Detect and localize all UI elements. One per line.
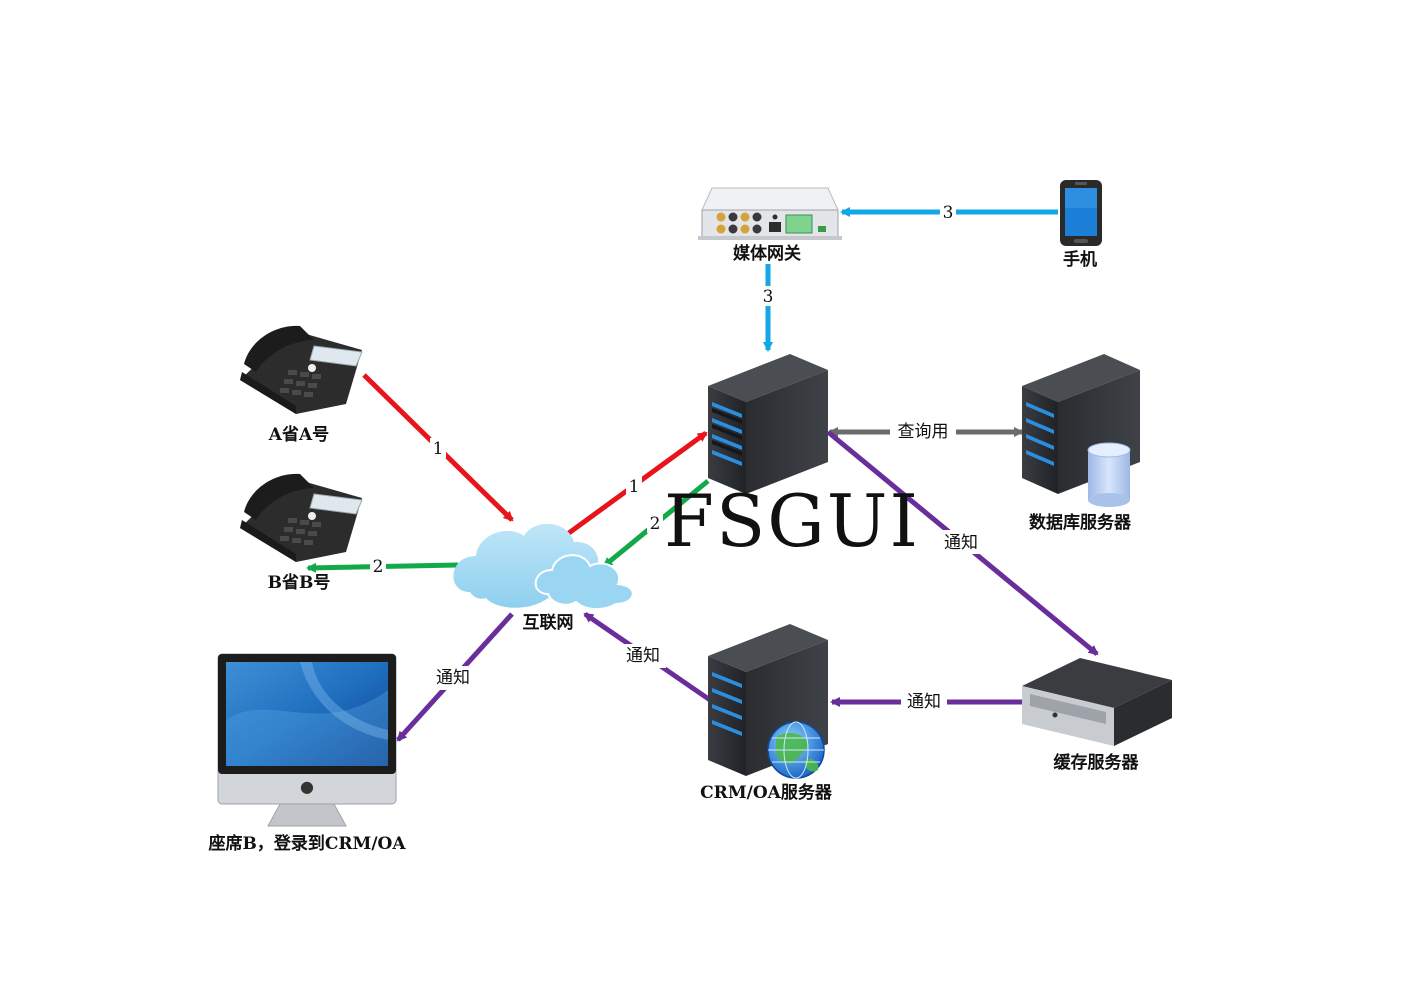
internet-cloud-icon [453, 523, 634, 610]
cache-server-icon [1022, 658, 1172, 746]
svg-text:通知: 通知 [436, 668, 470, 688]
phone-a-label: A省A号 [268, 424, 329, 445]
cache-server-label: 缓存服务器 [1054, 752, 1140, 773]
db-server-label: 数据库服务器 [1029, 512, 1132, 533]
svg-text:●: ● [300, 777, 314, 796]
globe-icon [767, 721, 825, 779]
crm-server-icon [708, 624, 828, 776]
mobile-label: 手机 [1063, 249, 1097, 270]
edge-label-gateway-server: 3 [759, 286, 777, 307]
svg-text:通知: 通知 [944, 533, 978, 553]
crm-server-label: CRM/OA服务器 [700, 782, 833, 803]
edge-label-internet-server: 1 [626, 476, 642, 497]
edge-label-server-db: 查询用 [890, 420, 956, 444]
edge-label-internet-seat: 通知 [430, 666, 476, 690]
svg-text:3: 3 [943, 203, 954, 223]
desk-phone-a-icon [240, 325, 363, 414]
seat-b-label: 座席B，登录到CRM/OA [208, 833, 406, 854]
computer-monitor-icon: ● [217, 653, 397, 827]
internet-label: 互联网 [523, 613, 574, 633]
mobile-phone-icon [1060, 180, 1102, 246]
edge-label-crm-internet: 通知 [620, 644, 666, 668]
svg-text:1: 1 [629, 477, 640, 497]
database-cylinder-icon [1087, 442, 1131, 507]
edge-label-server-cache: 通知 [938, 530, 984, 554]
svg-text:3: 3 [763, 287, 774, 307]
main-server-icon [708, 354, 828, 494]
svg-text:通知: 通知 [626, 646, 660, 666]
edge-label-phone-a-internet: 1 [430, 438, 446, 459]
gateway-label: 媒体网关 [733, 243, 801, 264]
edge-label-cache-crm: 通知 [901, 690, 947, 714]
svg-text:1: 1 [433, 439, 444, 459]
gateway-device-icon [698, 187, 842, 240]
svg-text:查询用: 查询用 [898, 422, 949, 442]
desk-phone-b-icon [240, 473, 363, 562]
svg-text:2: 2 [373, 557, 384, 577]
fsgui-title: FSGUI [664, 479, 920, 563]
svg-text:通知: 通知 [907, 692, 941, 712]
edge-label-mobile-gateway: 3 [940, 202, 956, 223]
edge-label-server-internet: 2 [647, 513, 663, 534]
edge-label-internet-phone-b: 2 [370, 556, 386, 577]
phone-b-label: B省B号 [268, 572, 331, 593]
svg-text:2: 2 [650, 514, 661, 534]
